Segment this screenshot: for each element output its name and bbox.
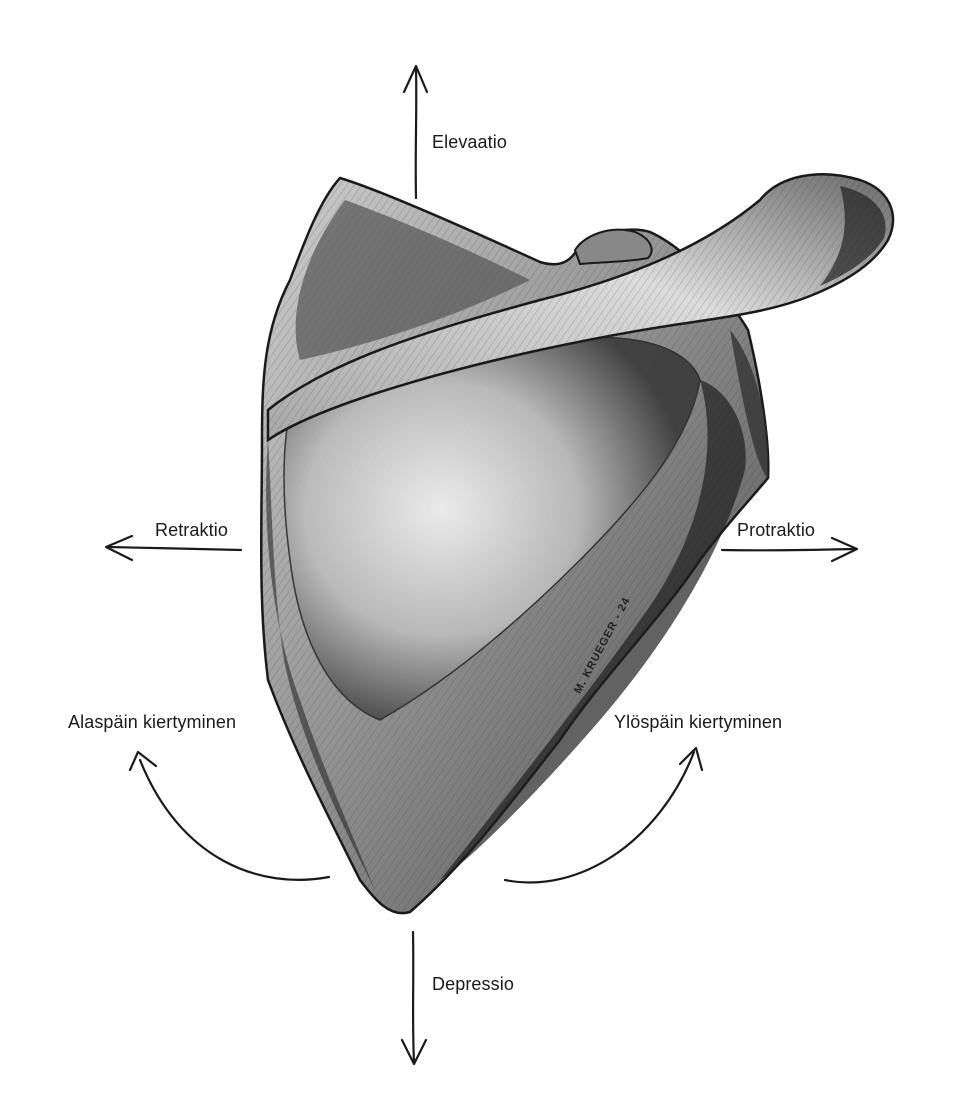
protraction-label: Protraktio <box>737 520 815 541</box>
retraction-label: Retraktio <box>155 520 228 541</box>
elevation-label: Elevaatio <box>432 132 507 153</box>
downward-rotation-label: Alaspäin kiertyminen <box>68 712 236 733</box>
upward-rotation-label: Ylöspäin kiertyminen <box>614 712 782 733</box>
coracoid-process <box>575 230 652 264</box>
protraction-arrow <box>722 538 857 561</box>
depression-arrow <box>402 932 426 1064</box>
downward-rotation-arrow <box>130 752 329 880</box>
scapula-illustration <box>261 174 893 913</box>
elevation-arrow <box>404 66 427 198</box>
depression-label: Depressio <box>432 974 514 995</box>
